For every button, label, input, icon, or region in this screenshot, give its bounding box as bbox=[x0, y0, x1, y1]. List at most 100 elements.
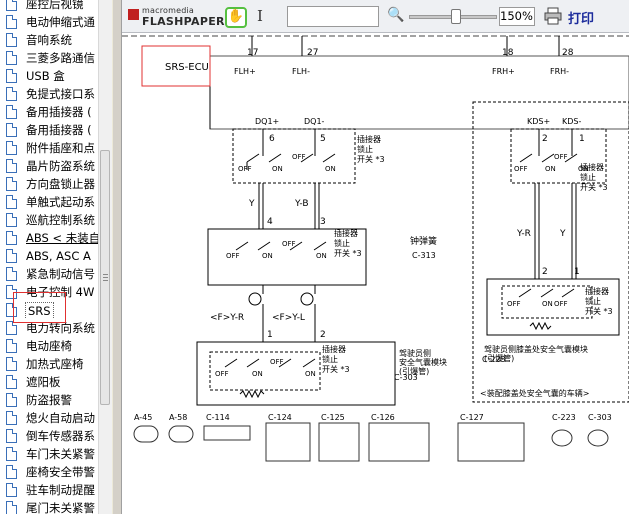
tree-item[interactable]: 座控后视镜 bbox=[0, 0, 98, 13]
tree-item[interactable]: SRS bbox=[0, 301, 98, 319]
panel-splitter[interactable] bbox=[112, 0, 122, 514]
tree-item[interactable]: 备用插接器 ( bbox=[0, 103, 98, 121]
tree-item[interactable]: 三菱多路通信 bbox=[0, 49, 98, 67]
document-icon bbox=[6, 15, 17, 29]
tree-item-label: 音响系统 bbox=[26, 33, 72, 47]
tree-item[interactable]: 加热式座椅 bbox=[0, 355, 98, 373]
document-icon bbox=[6, 411, 17, 425]
tree-item[interactable]: 免提式接口系 bbox=[0, 85, 98, 103]
terminal-label: KDS+ bbox=[527, 117, 550, 126]
lock-line: 插接器 bbox=[322, 344, 346, 354]
zoom-slider-thumb[interactable] bbox=[451, 9, 461, 24]
tree-scrollbar-thumb[interactable] bbox=[100, 150, 110, 405]
tree-item[interactable]: 熄火自动启动 bbox=[0, 409, 98, 427]
document-icon bbox=[6, 357, 17, 371]
wire-color-label: Y-B bbox=[294, 199, 309, 209]
terminal-label: DQ1- bbox=[304, 117, 325, 126]
text-select-icon[interactable]: I bbox=[257, 7, 263, 25]
lock-line: 开关 *3 bbox=[580, 182, 608, 192]
connector-lock-label: 插接器锁止开关 *3 bbox=[334, 228, 362, 258]
logo-big-text: FLASHPAPER bbox=[142, 15, 225, 28]
document-icon bbox=[6, 231, 17, 245]
tree-item[interactable]: 防盗报警 bbox=[0, 391, 98, 409]
connector-code-label: C-114 bbox=[206, 413, 230, 422]
zoom-level-field[interactable]: 150% bbox=[499, 7, 535, 26]
wire-color-label: Y-R bbox=[516, 229, 531, 239]
search-input[interactable] bbox=[287, 6, 379, 27]
switch-state-label: ON bbox=[578, 165, 589, 173]
lock-line: 锁止 bbox=[585, 296, 601, 306]
tree-item-label: SRS bbox=[25, 302, 54, 319]
tree-item[interactable]: 电力转向系统 bbox=[0, 319, 98, 337]
switch-state-label: ON bbox=[252, 370, 263, 378]
airbag-line: 安全气囊模块 bbox=[399, 357, 447, 367]
connector-lock-label: 插接器锁止开关 *3 bbox=[585, 286, 613, 316]
tree-item[interactable]: USB 盒 bbox=[0, 67, 98, 85]
lock-line: 插接器 bbox=[585, 286, 609, 296]
tree-item[interactable]: 电动座椅 bbox=[0, 337, 98, 355]
switch-state-label: OFF bbox=[507, 300, 521, 308]
switch-state-label: ON bbox=[262, 252, 273, 260]
print-button[interactable]: 打印 bbox=[568, 12, 595, 27]
tree-item-label: 巡航控制系统 bbox=[26, 213, 95, 227]
tree-item[interactable]: 电动伸缩式通 bbox=[0, 13, 98, 31]
lock-line: 锁止 bbox=[580, 172, 596, 182]
tree-item[interactable]: 单触式起动系 bbox=[0, 193, 98, 211]
document-icon bbox=[6, 267, 17, 281]
document-icon bbox=[6, 339, 17, 353]
flashpaper-viewer: macromedia FLASHPAPER ✋ I 🔍 150% 打印 bbox=[122, 0, 629, 514]
tree-item[interactable]: 巡航控制系统 bbox=[0, 211, 98, 229]
document-icon bbox=[6, 447, 17, 461]
switch-state-label: ON bbox=[325, 165, 336, 173]
hand-tool-icon[interactable]: ✋ bbox=[225, 7, 247, 28]
pin-label: 2 bbox=[542, 267, 548, 277]
pin-label: 27 bbox=[307, 48, 318, 58]
document-icon bbox=[6, 249, 17, 263]
tree-item[interactable]: 遮阳板 bbox=[0, 373, 98, 391]
tree-item[interactable]: 紧急制动信号 bbox=[0, 265, 98, 283]
tree-item[interactable]: ABS, ASC A bbox=[0, 247, 98, 265]
lock-line: 开关 *3 bbox=[585, 306, 613, 316]
switch-state-label: OFF bbox=[270, 358, 284, 366]
tree-item[interactable]: 倒车传感器系 bbox=[0, 427, 98, 445]
tree-item[interactable]: 晶片防盗系统 bbox=[0, 157, 98, 175]
tree-item[interactable]: 附件插座和点 bbox=[0, 139, 98, 157]
pin-label: 18 bbox=[502, 48, 514, 58]
tree-item-label: 备用插接器 ( bbox=[26, 123, 92, 137]
document-icon bbox=[6, 303, 17, 317]
tree-item[interactable]: 车门未关紧警 bbox=[0, 445, 98, 463]
pin-label: 28 bbox=[562, 48, 574, 58]
lock-line: 锁止 bbox=[334, 238, 350, 248]
airbag-line: (引爆管) bbox=[399, 366, 429, 376]
tree-item[interactable]: 尾门未关紧警 bbox=[0, 499, 98, 514]
terminal-label: FLH+ bbox=[234, 67, 256, 76]
document-icon bbox=[6, 141, 17, 155]
tree-item-label: 附件插座和点 bbox=[26, 141, 95, 155]
srs-highlight-box bbox=[13, 292, 66, 323]
switch-state-label: ON bbox=[542, 300, 553, 308]
tree-item[interactable]: ABS < 未装自 bbox=[0, 229, 98, 247]
tree-item[interactable]: 音响系统 bbox=[0, 31, 98, 49]
connector-lock-label: 插接器锁止开关 *3 bbox=[580, 162, 608, 192]
pin-label: 3 bbox=[320, 217, 326, 227]
printer-icon[interactable] bbox=[544, 7, 562, 25]
switch-state-label: ON bbox=[272, 165, 283, 173]
pin-label: 17 bbox=[247, 48, 258, 58]
zoom-magnifier-icon[interactable]: 🔍 bbox=[387, 7, 405, 23]
tree-item-label: 座椅安全带警 bbox=[26, 465, 95, 479]
knee-line: (引爆管) bbox=[484, 353, 514, 363]
tree-item[interactable]: 座椅安全带警 bbox=[0, 463, 98, 481]
switch-state-label: OFF bbox=[238, 165, 252, 173]
document-icon bbox=[6, 501, 17, 514]
pin-label: 1 bbox=[267, 330, 273, 340]
tree-item-label: ABS < 未装自 bbox=[26, 231, 98, 245]
tree-item-label: 倒车传感器系 bbox=[26, 429, 95, 443]
connector-lock-label: 插接器锁止开关 *3 bbox=[357, 134, 385, 164]
terminal-label: KDS- bbox=[562, 117, 581, 126]
document-icon bbox=[6, 321, 17, 335]
tree-item[interactable]: 驻车制动提醒 bbox=[0, 481, 98, 499]
tree-item[interactable]: 备用插接器 ( bbox=[0, 121, 98, 139]
tree-item[interactable]: 方向盘锁止器 bbox=[0, 175, 98, 193]
tree-item-label: 免提式接口系 bbox=[26, 87, 95, 101]
